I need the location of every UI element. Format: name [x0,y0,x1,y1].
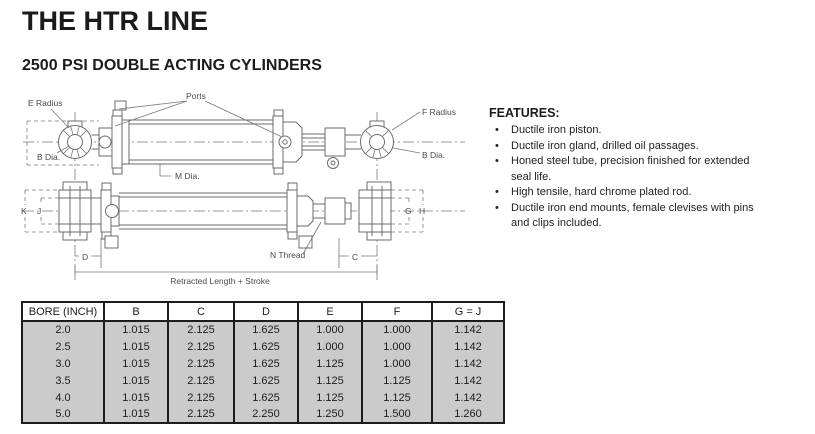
label-n-thread: N Thread [270,250,306,260]
table-cell: 3.5 [21,372,105,389]
column-header: B [103,301,169,322]
table-cell: 2.125 [167,338,235,355]
table-cell: 1.000 [361,355,433,372]
label-j: J [37,206,41,216]
table-cell: 1.260 [431,406,505,423]
table-cell: 1.000 [297,321,363,338]
features-section: FEATURES: Ductile iron piston.Ductile ir… [489,106,757,232]
table-cell: 1.625 [233,338,299,355]
table-cell: 1.015 [103,338,169,355]
page-subtitle: 2500 PSI DOUBLE ACTING CYLINDERS [22,57,322,74]
table-cell: 4.0 [21,389,105,406]
table-cell: 1.000 [361,321,433,338]
column-header: C [167,301,235,322]
table-cell: 2.5 [21,338,105,355]
table-cell: 2.125 [167,321,235,338]
features-list: Ductile iron piston.Ductile iron gland, … [489,123,757,232]
label-b-dia-right: B Dia. [422,150,445,160]
feature-item: Ductile iron end mounts, female clevises… [489,201,757,232]
label-b-dia-left: B Dia. [37,152,60,162]
table-cell: 2.125 [167,372,235,389]
label-retracted-length: Retracted Length + Stroke [170,276,270,286]
label-e-radius: E Radius [28,98,63,108]
table-cell: 1.015 [103,389,169,406]
table-cell: 1.000 [361,338,433,355]
feature-item: High tensile, hard chrome plated rod. [489,185,757,201]
table-cell: 2.125 [167,355,235,372]
table-cell: 1.015 [103,355,169,372]
column-header: D [233,301,299,322]
feature-item: Honed steel tube, precision finished for… [489,154,757,185]
label-c: C [352,252,358,262]
table-cell: 1.125 [297,372,363,389]
table-cell: 1.125 [297,389,363,406]
table-cell: 1.142 [431,372,505,389]
table-cell: 1.142 [431,389,505,406]
table-cell: 2.125 [167,389,235,406]
table-cell: 1.250 [297,406,363,423]
feature-item: Ductile iron piston. [489,123,757,139]
table-cell: 1.142 [431,321,505,338]
label-h: H [419,206,425,216]
side-view-drawing [23,181,465,279]
table-cell: 2.0 [21,321,105,338]
label-d: D [82,252,88,262]
column-header: BORE (INCH) [21,301,105,322]
label-m-dia: M Dia. [175,171,200,181]
table-cell: 5.0 [21,406,105,423]
table-cell: 1.625 [233,372,299,389]
table-cell: 1.000 [297,338,363,355]
table-cell: 1.142 [431,355,505,372]
table-cell: 1.500 [361,406,433,423]
column-header: F [361,301,433,322]
table-cell: 1.125 [297,355,363,372]
page-title: THE HTR LINE [22,6,208,36]
label-k: K [21,206,27,216]
column-header: G = J [431,301,505,322]
table-cell: 1.125 [361,372,433,389]
table-cell: 1.625 [233,355,299,372]
table-cell: 2.250 [233,406,299,423]
table-cell: 1.015 [103,372,169,389]
table-cell: 1.142 [431,338,505,355]
cylinder-diagram: E Radius B Dia. Ports F Radius B Dia. M … [21,91,465,286]
feature-item: Ductile iron gland, drilled oil passages… [489,139,757,155]
column-header: E [297,301,363,322]
top-view-drawing [23,100,465,282]
table-cell: 1.125 [361,389,433,406]
table-cell: 2.125 [167,406,235,423]
table-cell: 1.625 [233,321,299,338]
table-cell: 1.015 [103,406,169,423]
label-ports: Ports [186,91,206,101]
table-cell: 1.625 [233,389,299,406]
label-g: G [405,206,412,216]
label-f-radius: F Radius [422,107,456,117]
features-heading: FEATURES: [489,106,560,120]
table-cell: 1.015 [103,321,169,338]
table-cell: 3.0 [21,355,105,372]
